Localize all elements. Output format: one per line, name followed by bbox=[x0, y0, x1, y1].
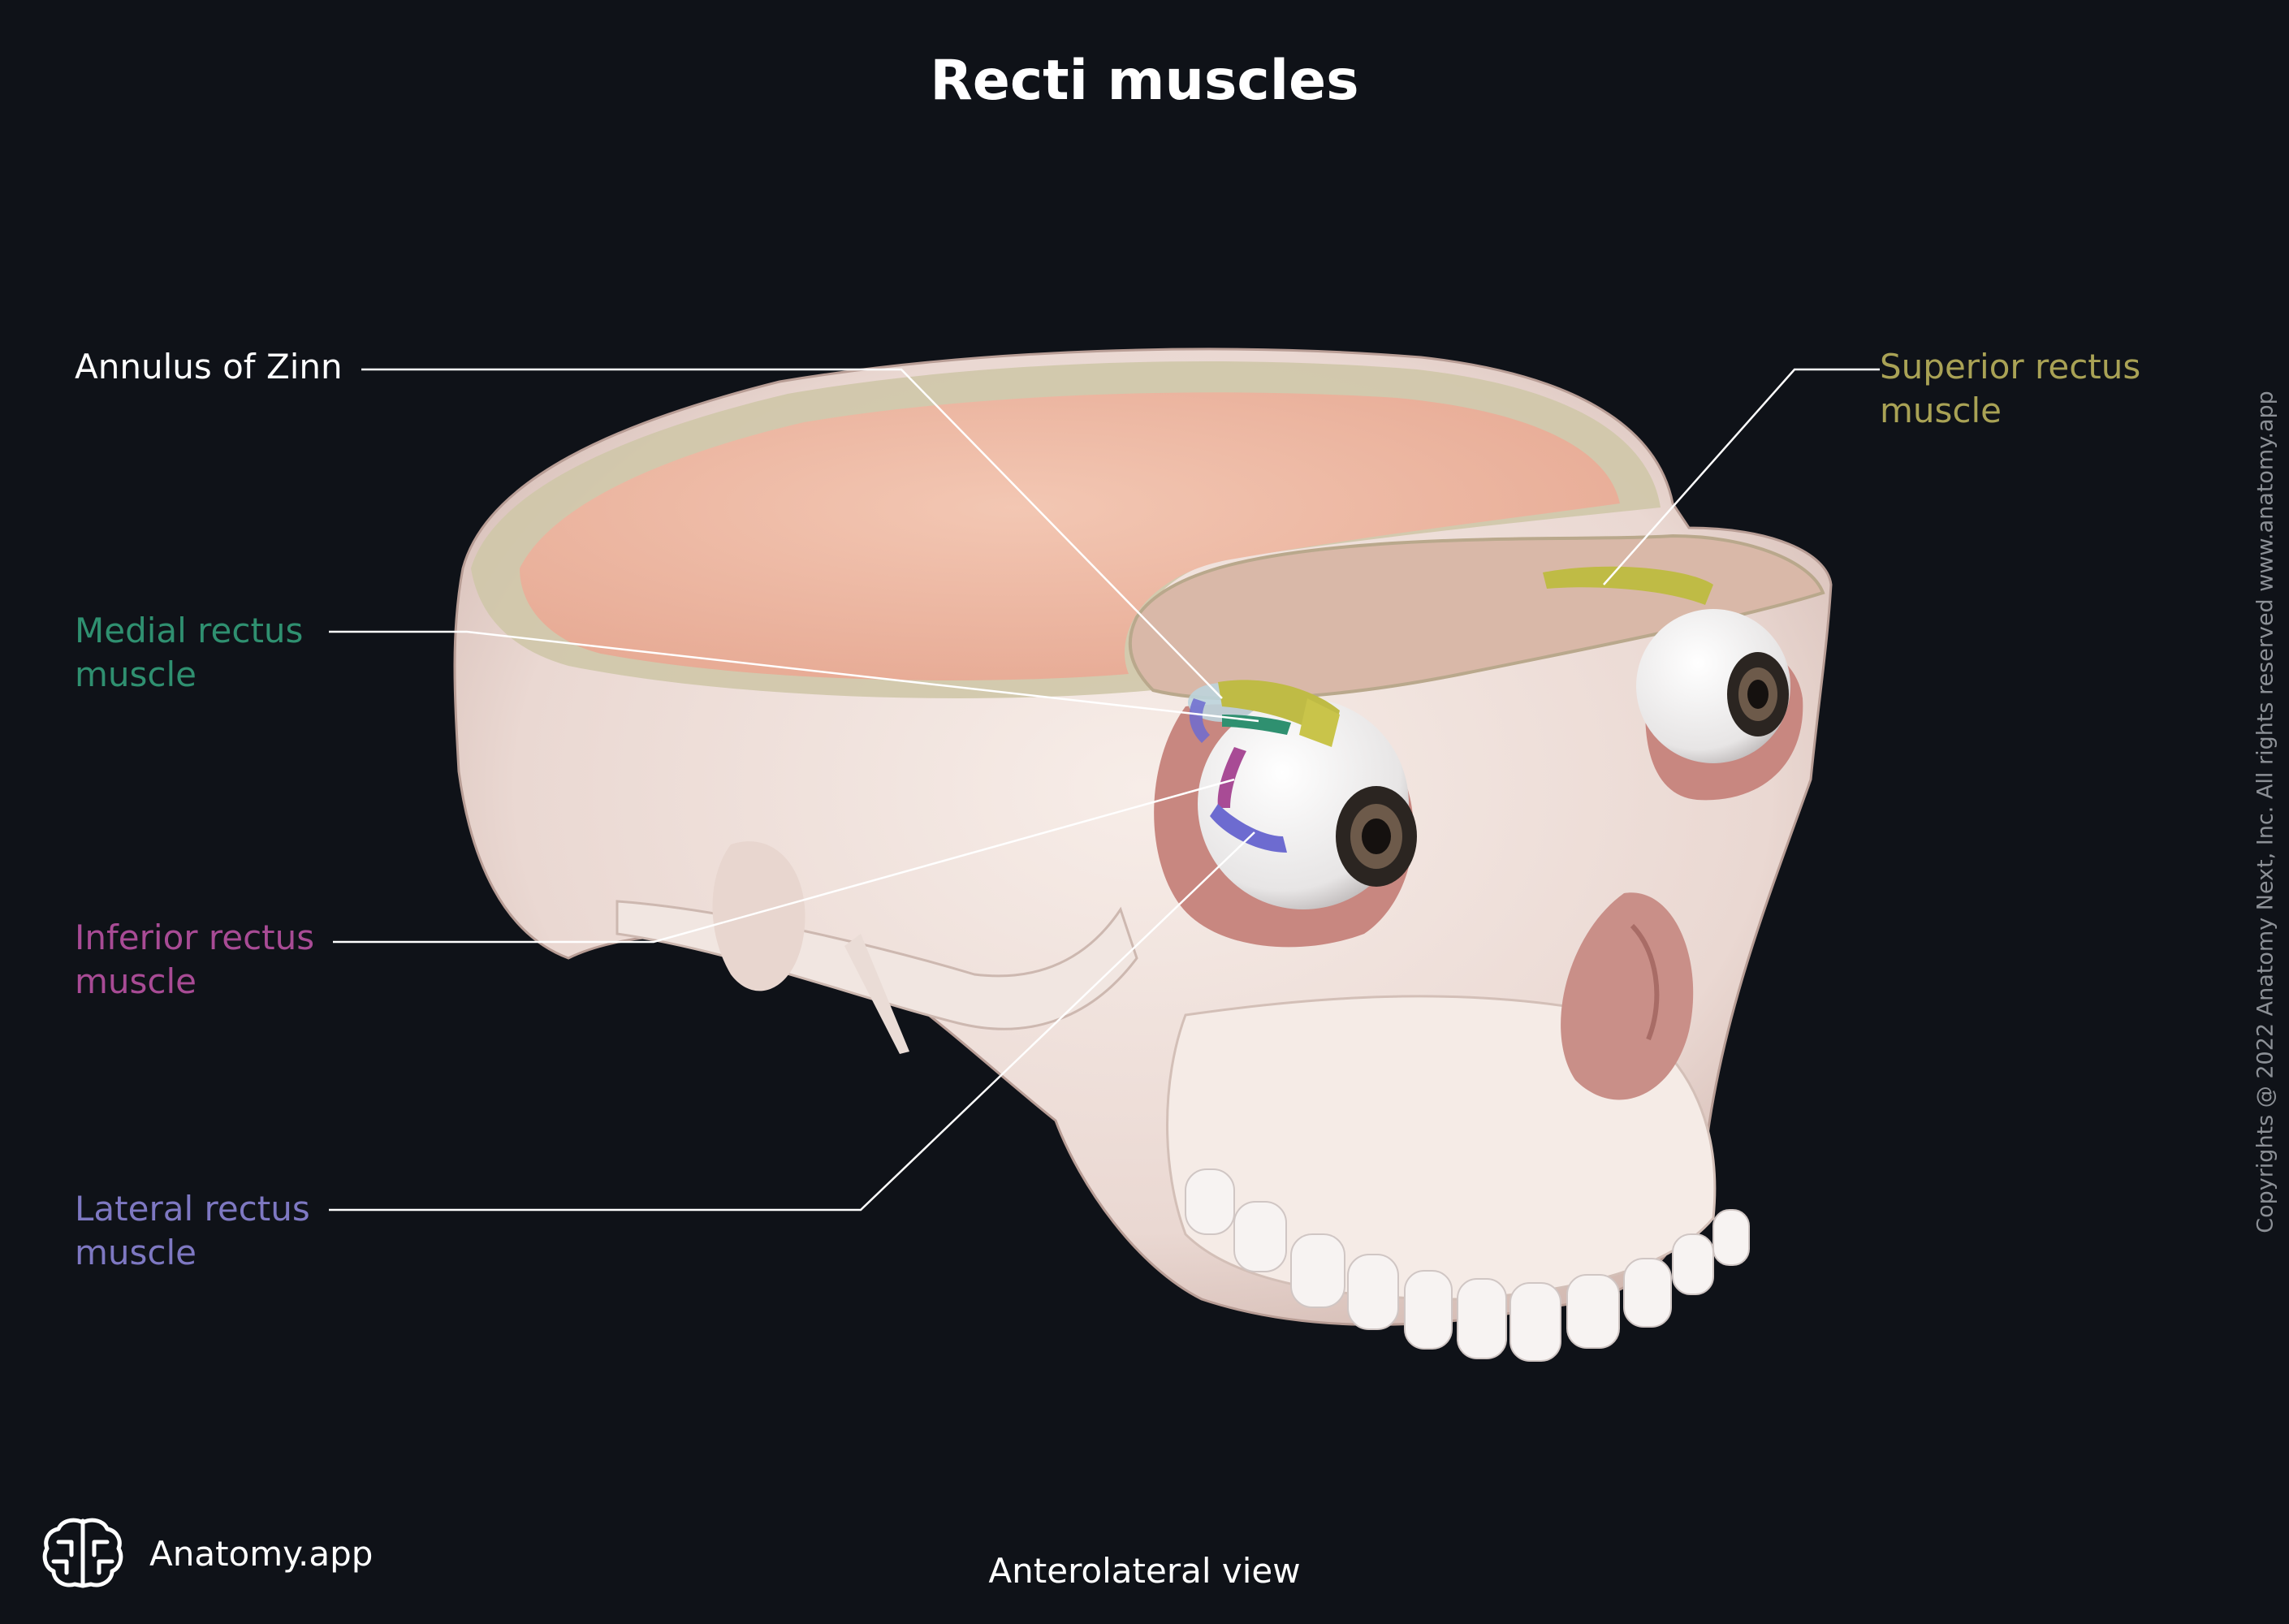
label-lateral-line1: Lateral rectus bbox=[75, 1189, 310, 1229]
brand-name: Anatomy.app bbox=[149, 1533, 374, 1574]
leader-line-lateral bbox=[329, 831, 1255, 1212]
leader-line-superior bbox=[1603, 368, 1880, 585]
superior-rectus-right bbox=[1543, 566, 1713, 605]
brand: Anatomy.app bbox=[41, 1514, 373, 1592]
mastoid-region bbox=[712, 841, 805, 991]
label-annulus-of-zinn: Annulus of Zinn bbox=[75, 345, 343, 389]
label-lateral-rectus: Lateral rectus muscle bbox=[75, 1187, 310, 1275]
label-annulus-line1: Annulus of Zinn bbox=[75, 347, 343, 387]
copyright-notice: Copyrights @ 2022 Anatomy Next, Inc. All… bbox=[2252, 391, 2278, 1233]
leader-line-inferior bbox=[333, 778, 1235, 944]
leader-lines bbox=[329, 368, 1880, 1212]
label-medial-rectus: Medial rectus muscle bbox=[75, 609, 303, 697]
nasal-aperture bbox=[1561, 892, 1694, 1100]
label-medial-line1: Medial rectus bbox=[75, 611, 304, 650]
lateral-rectus-left bbox=[1210, 804, 1287, 853]
brain-icon bbox=[42, 1518, 123, 1588]
label-inferior-line1: Inferior rectus bbox=[75, 918, 315, 957]
label-superior-rectus: Superior rectus muscle bbox=[1880, 345, 2140, 433]
page-title: Recti muscles bbox=[930, 49, 1359, 113]
upper-teeth bbox=[1185, 1168, 1750, 1362]
label-medial-line2: muscle bbox=[75, 654, 197, 694]
label-inferior-line2: muscle bbox=[75, 961, 197, 1001]
label-inferior-rectus: Inferior rectus muscle bbox=[75, 916, 314, 1004]
label-lateral-line2: muscle bbox=[75, 1233, 197, 1272]
label-superior-line2: muscle bbox=[1880, 391, 2002, 430]
cranial-cavity bbox=[520, 392, 1620, 680]
label-superior-line1: Superior rectus bbox=[1880, 347, 2141, 387]
view-label: Anterolateral view bbox=[988, 1551, 1301, 1591]
leader-line-medial bbox=[329, 630, 1259, 723]
inferior-rectus-left bbox=[1217, 747, 1246, 808]
styloid-process bbox=[844, 934, 909, 1054]
leader-line-annulus bbox=[361, 368, 1223, 699]
